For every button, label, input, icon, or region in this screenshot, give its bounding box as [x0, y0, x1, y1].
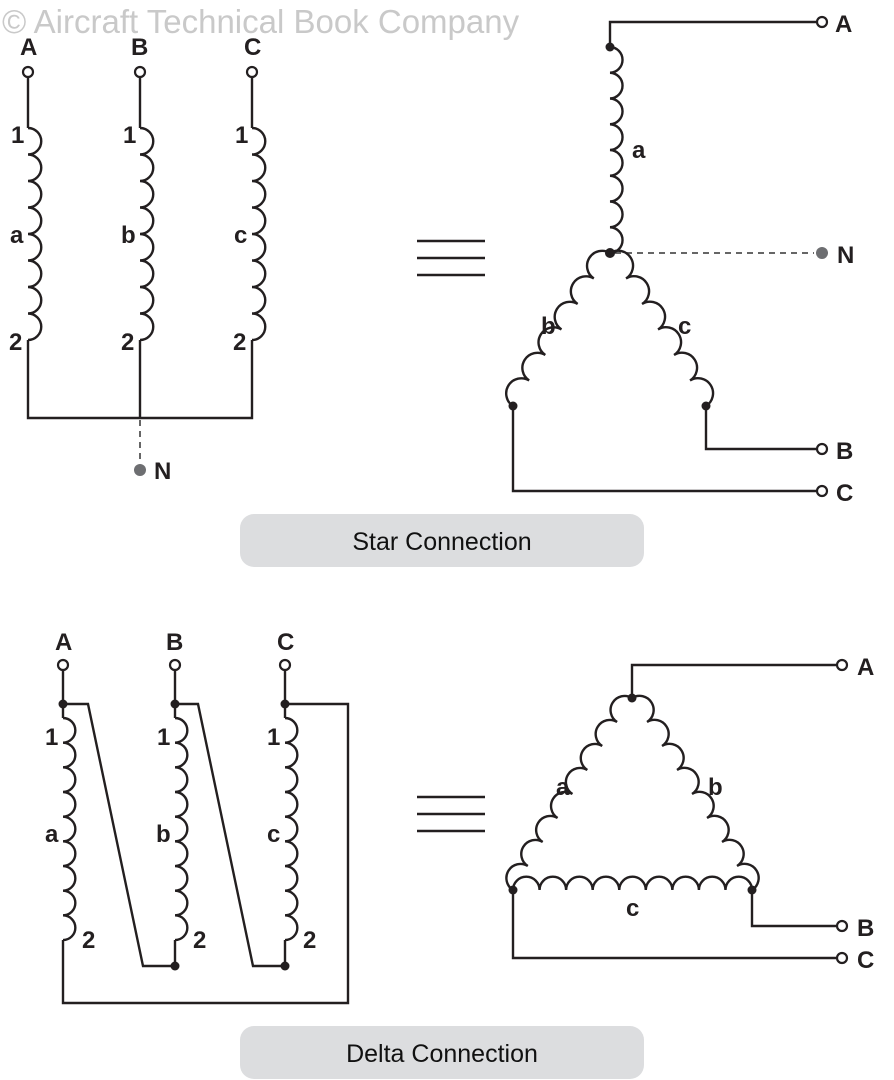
delta-phase-c-label: C — [277, 629, 294, 656]
winding-end-label: 2 — [82, 927, 95, 954]
coil-c-icon — [609, 249, 715, 408]
star-lines — [511, 20, 816, 493]
junction-dot — [58, 699, 68, 709]
junction-dot — [170, 961, 180, 971]
winding-start-label: 1 — [11, 122, 24, 149]
coil-c-icon — [251, 126, 267, 342]
star-output-n-label: N — [837, 242, 854, 269]
star-wiring — [26, 77, 254, 420]
star-winding-a-label: a — [632, 137, 646, 164]
winding-b-label: b — [156, 821, 171, 848]
star-winding-b-label: b — [541, 313, 556, 340]
terminal-icon — [815, 484, 829, 498]
coil-a-icon — [505, 694, 633, 892]
coil-b-icon — [139, 126, 155, 342]
star-equivalence-sign — [417, 239, 485, 277]
watermark: © Aircraft Technical Book Company — [2, 3, 520, 40]
delta-winding-c-label: c — [626, 895, 639, 922]
terminal-icon — [815, 442, 829, 456]
winding-end-label: 2 — [303, 927, 316, 954]
delta-caption-box: Delta Connection — [240, 1026, 644, 1079]
star-phase-a-label: A — [20, 34, 37, 61]
terminal-icon — [133, 65, 147, 79]
coil-b-icon — [631, 694, 760, 892]
coil-c-icon — [284, 716, 299, 942]
delta-equivalence-sign — [417, 795, 485, 833]
delta-symbol-diagram: A B C a b c — [508, 654, 874, 974]
coil-a-icon — [609, 45, 624, 255]
coil-c-icon — [511, 875, 754, 891]
delta-output-b-label: B — [857, 915, 874, 942]
coil-a-icon — [27, 126, 43, 342]
delta-output-a-label: A — [857, 654, 874, 681]
neutral-point-icon — [134, 464, 146, 476]
junction-dot — [170, 699, 180, 709]
winding-end-label: 2 — [193, 927, 206, 954]
junction-dot — [280, 699, 290, 709]
delta-output-c-label: C — [857, 947, 874, 974]
winding-end-label: 2 — [233, 329, 246, 356]
delta-windings-schematic: A B C 1 1 1 a b c 2 2 2 — [45, 629, 350, 1005]
delta-phase-a-label: A — [55, 629, 72, 656]
coil-b-icon — [505, 249, 611, 408]
winding-start-label: 1 — [267, 724, 280, 751]
terminal-icon — [245, 65, 259, 79]
winding-start-label: 1 — [157, 724, 170, 751]
delta-phase-b-label: B — [166, 629, 183, 656]
junction-dot — [280, 961, 290, 971]
winding-end-label: 2 — [9, 329, 22, 356]
neutral-point-icon — [816, 247, 828, 259]
delta-wiring — [61, 670, 350, 1005]
star-neutral-label: N — [154, 458, 171, 485]
winding-start-label: 1 — [123, 122, 136, 149]
winding-c-label: c — [267, 821, 280, 848]
star-symbol-diagram: A N B C a b c — [508, 11, 854, 507]
terminal-icon — [168, 658, 182, 672]
star-windings-schematic: A B C N 1 1 1 a b c 2 2 2 — [9, 34, 261, 485]
winding-end-label: 2 — [121, 329, 134, 356]
coil-a-icon — [62, 716, 77, 942]
terminal-icon — [21, 65, 35, 79]
winding-start-label: 1 — [235, 122, 248, 149]
delta-winding-b-label: b — [708, 774, 723, 801]
star-phase-c-label: C — [244, 34, 261, 61]
star-output-b-label: B — [836, 438, 853, 465]
terminal-icon — [835, 658, 849, 672]
winding-start-label: 1 — [45, 724, 58, 751]
winding-b-label: b — [121, 222, 136, 249]
terminal-icon — [278, 658, 292, 672]
star-phase-b-label: B — [131, 34, 148, 61]
winding-a-label: a — [45, 821, 59, 848]
terminal-icon — [835, 951, 849, 965]
delta-caption: Delta Connection — [346, 1040, 538, 1068]
star-caption-box: Star Connection — [240, 514, 644, 567]
winding-a-label: a — [10, 222, 24, 249]
star-output-a-label: A — [835, 11, 852, 38]
star-output-c-label: C — [836, 480, 853, 507]
coils — [27, 45, 760, 942]
terminal-icon — [815, 15, 829, 29]
terminal-icon — [835, 919, 849, 933]
star-winding-c-label: c — [678, 313, 691, 340]
winding-c-label: c — [234, 222, 247, 249]
coil-b-icon — [174, 716, 189, 942]
delta-lines — [511, 663, 836, 960]
star-caption: Star Connection — [352, 528, 531, 556]
terminal-icon — [56, 658, 70, 672]
